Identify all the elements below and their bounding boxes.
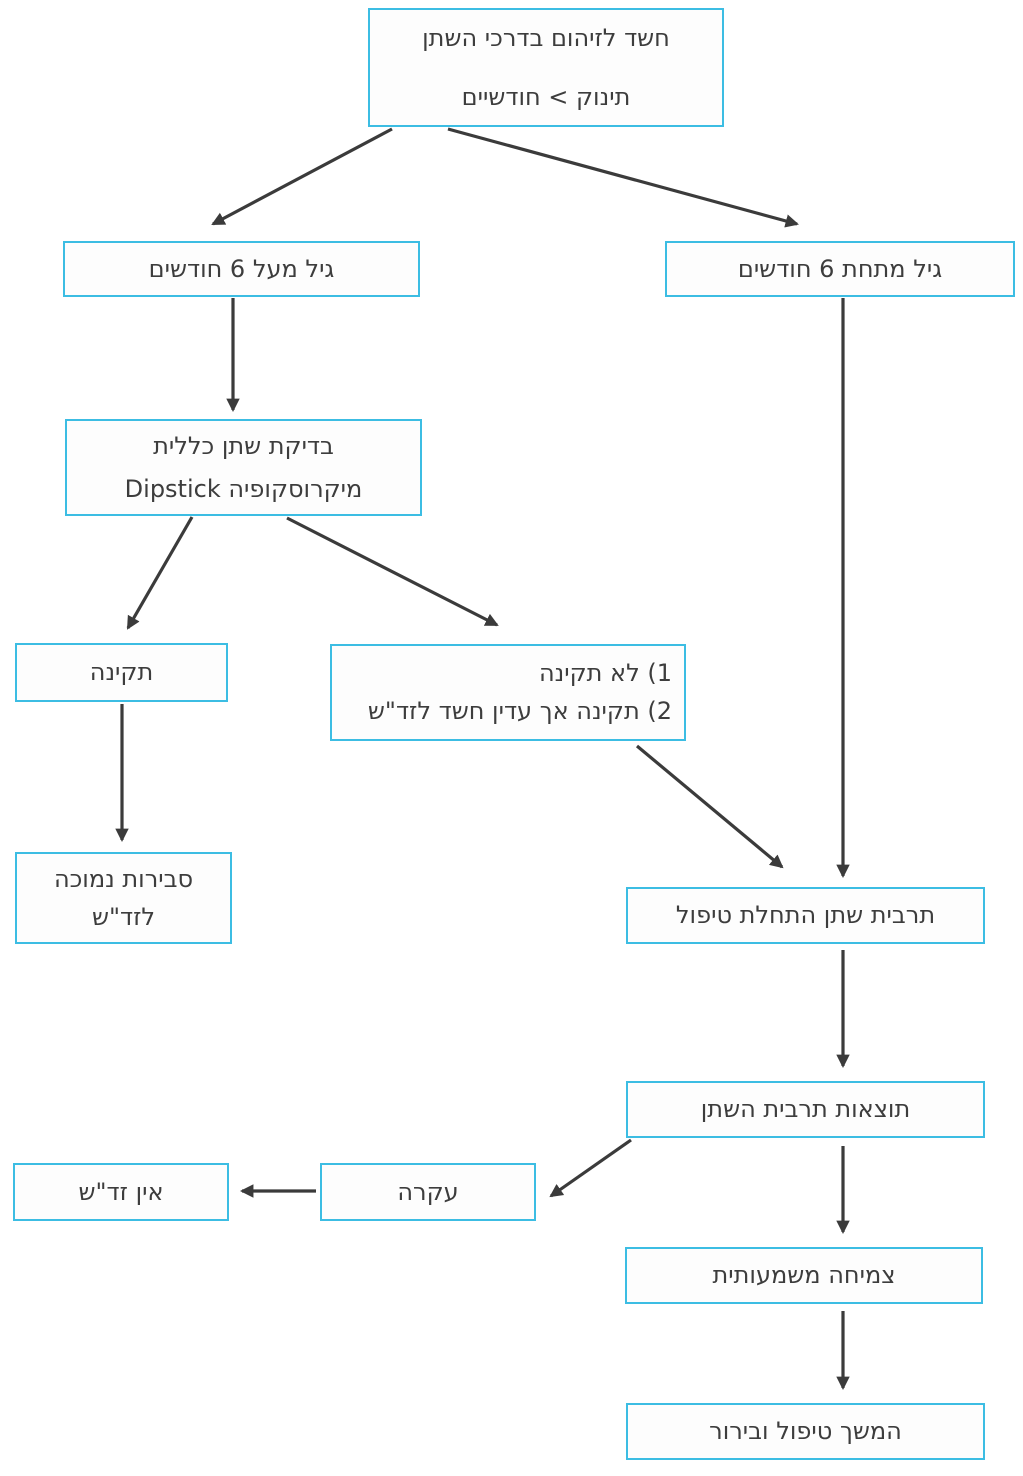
arrow-urinalysis-to-normal	[126, 516, 194, 630]
arrow-start-to-age-under-6	[447, 127, 799, 228]
node-age-over-6-months: גיל מעל 6 חודשים	[63, 241, 420, 297]
node-age-over-6-months-label: גיל מעל 6 חודשים	[148, 254, 335, 283]
node-urine-culture-start-treatment: תרבית שתן התחלת טיפול	[626, 887, 985, 944]
node-low-likelihood-uti: סבירות נמוכה לזד"ש	[15, 852, 232, 944]
node-normal-label: תקינה	[89, 658, 154, 687]
node-urine-culture-results: תוצאות תרבית השתן	[626, 1081, 985, 1138]
node-urinalysis-dipstick: בדיקת שתן כללית מיקרוסקופיה Dipstick	[65, 419, 422, 516]
arrow-urinalysis-to-abnormal	[286, 516, 499, 627]
node-abnormal-line1: 1) לא תקינה	[538, 659, 672, 688]
arrow-results-to-sterile	[549, 1138, 632, 1198]
node-age-under-6-months-label: גיל מתחת 6 חודשים	[737, 254, 943, 283]
node-low-likelihood-line1: סבירות נמוכה	[53, 864, 194, 893]
node-sterile-label: עקרה	[397, 1177, 459, 1206]
node-continue-treatment-workup-label: המשך טיפול ובירור	[709, 1417, 902, 1446]
node-abnormal-or-suspected: 1) לא תקינה 2) תקינה אך עדין חשד לזד"ש	[330, 644, 686, 741]
arrow-start-to-age-over-6	[211, 127, 393, 226]
node-urine-culture-results-label: תוצאות תרבית השתן	[700, 1095, 911, 1124]
node-sterile: עקרה	[320, 1163, 536, 1221]
node-suspected-uti-line1: חשד לזיהום בדרכי השתן	[422, 23, 670, 52]
node-abnormal-line2: 2) תקינה אך עדין חשד לזד"ש	[367, 697, 672, 725]
node-low-likelihood-line2: לזד"ש	[91, 902, 156, 931]
node-age-under-6-months: גיל מתחת 6 חודשים	[665, 241, 1015, 297]
node-suspected-uti-line2: תינוק > חודשיים	[461, 82, 631, 111]
node-no-uti-label: אין זד"ש	[78, 1177, 164, 1206]
node-continue-treatment-workup: המשך טיפול ובירור	[626, 1403, 985, 1460]
arrow-abnormal-to-culture	[635, 744, 784, 869]
node-normal: תקינה	[15, 643, 228, 702]
node-suspected-uti: חשד לזיהום בדרכי השתן תינוק > חודשיים	[368, 8, 724, 127]
node-significant-growth: צמיחה משמעותית	[625, 1247, 983, 1304]
node-urinalysis-line1: בדיקת שתן כללית	[153, 431, 334, 460]
node-no-uti: אין זד"ש	[13, 1163, 229, 1221]
node-urinalysis-line2: מיקרוסקופיה Dipstick	[124, 474, 363, 503]
node-significant-growth-label: צמיחה משמעותית	[712, 1261, 896, 1290]
node-urine-culture-start-treatment-label: תרבית שתן התחלת טיפול	[675, 901, 936, 930]
